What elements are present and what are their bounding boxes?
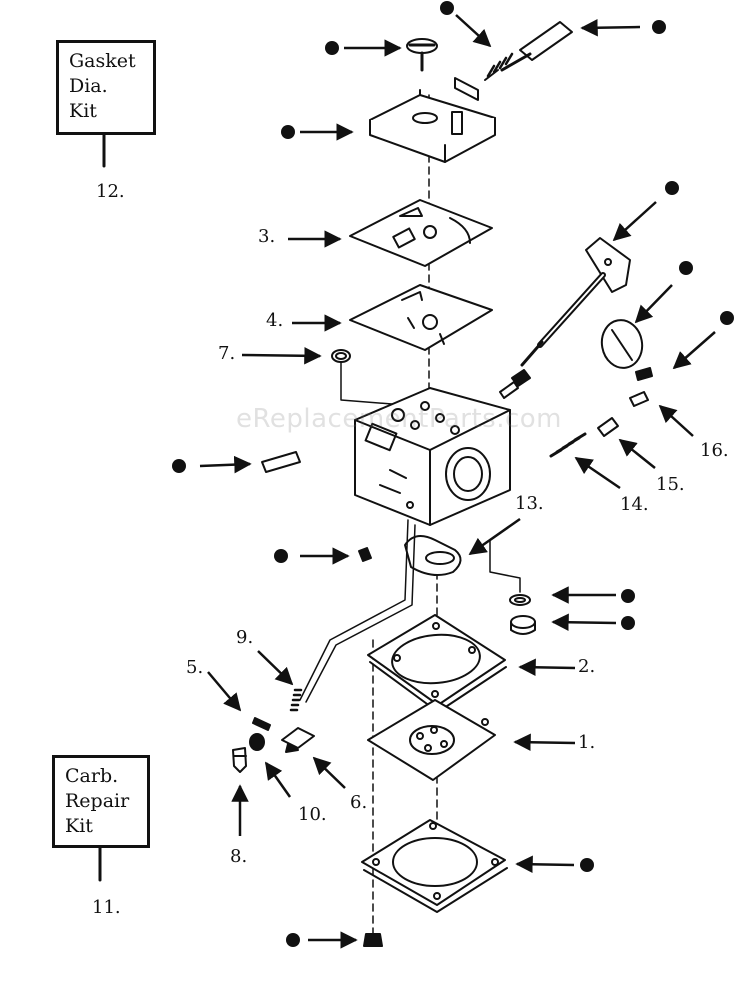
callout-1: 1. [578,732,596,753]
callout-4: 4. [266,310,284,331]
gasket-kit-line-1: Gasket [69,50,136,72]
callout-16: 16. [700,440,729,461]
callout-10: 10. [298,804,327,825]
throttle-shaft-assembly [499,237,631,399]
gasket-dia-kit-box: Gasket Dia. Kit [56,40,156,135]
callout-6: 6. [350,792,368,813]
part-1-metering-diaphragm [367,699,496,781]
pump-cover [369,77,496,163]
carb-kit-line-3: Kit [65,815,93,837]
check-valve-plug [510,615,536,635]
callout-9: 9. [236,627,254,648]
top-cover-screw [406,38,438,72]
check-valve-washer [509,594,531,606]
callout-5: 5. [186,657,204,678]
carb-repair-kit-box: Carb. Repair Kit [52,755,150,848]
watermark: eReplacementParts.com [236,404,563,434]
throttle-plate-screw [635,367,653,381]
part-8-lever-screw [232,747,247,773]
part-4-pump-diaphragm [349,284,493,351]
throttle-plate [600,319,644,369]
gasket-kit-line-2: Dia. [69,75,108,97]
welch-plug-pin [358,547,372,562]
part-2-metering-gasket [367,614,507,713]
fuel-screw-and-spring [484,21,573,81]
throttle-pin [261,451,301,473]
callout-15: 15. [656,474,685,495]
callout-8: 8. [230,846,248,867]
inlet-lever-assembly [299,519,521,703]
bullet-markers [172,1,734,947]
part-6-metering-lever [281,727,315,753]
callout-14: 14. [620,494,649,515]
cover-screw [363,933,383,947]
callout-13: 13. [515,493,544,514]
carb-kit-line-1: Carb. [65,765,119,787]
carb-kit-line-2: Repair [65,790,130,812]
metering-cover [361,819,508,913]
idle-needle-spring [549,391,649,458]
gasket-kit-line-3: Kit [69,100,97,122]
part-7-inlet-screen [331,349,393,405]
callout-12: 12. [96,181,125,202]
part-3-pump-gasket [349,199,493,267]
part-10-inlet-needle [249,733,265,751]
carburetor-body [354,387,511,526]
callout-3: 3. [258,226,276,247]
callout-7: 7. [218,343,236,364]
callout-2: 2. [578,656,596,677]
part-9-metering-spring [289,688,303,712]
leader-arrows [199,14,716,949]
part-5-fulcrum-pin [252,717,271,731]
callout-11: 11. [92,897,121,918]
